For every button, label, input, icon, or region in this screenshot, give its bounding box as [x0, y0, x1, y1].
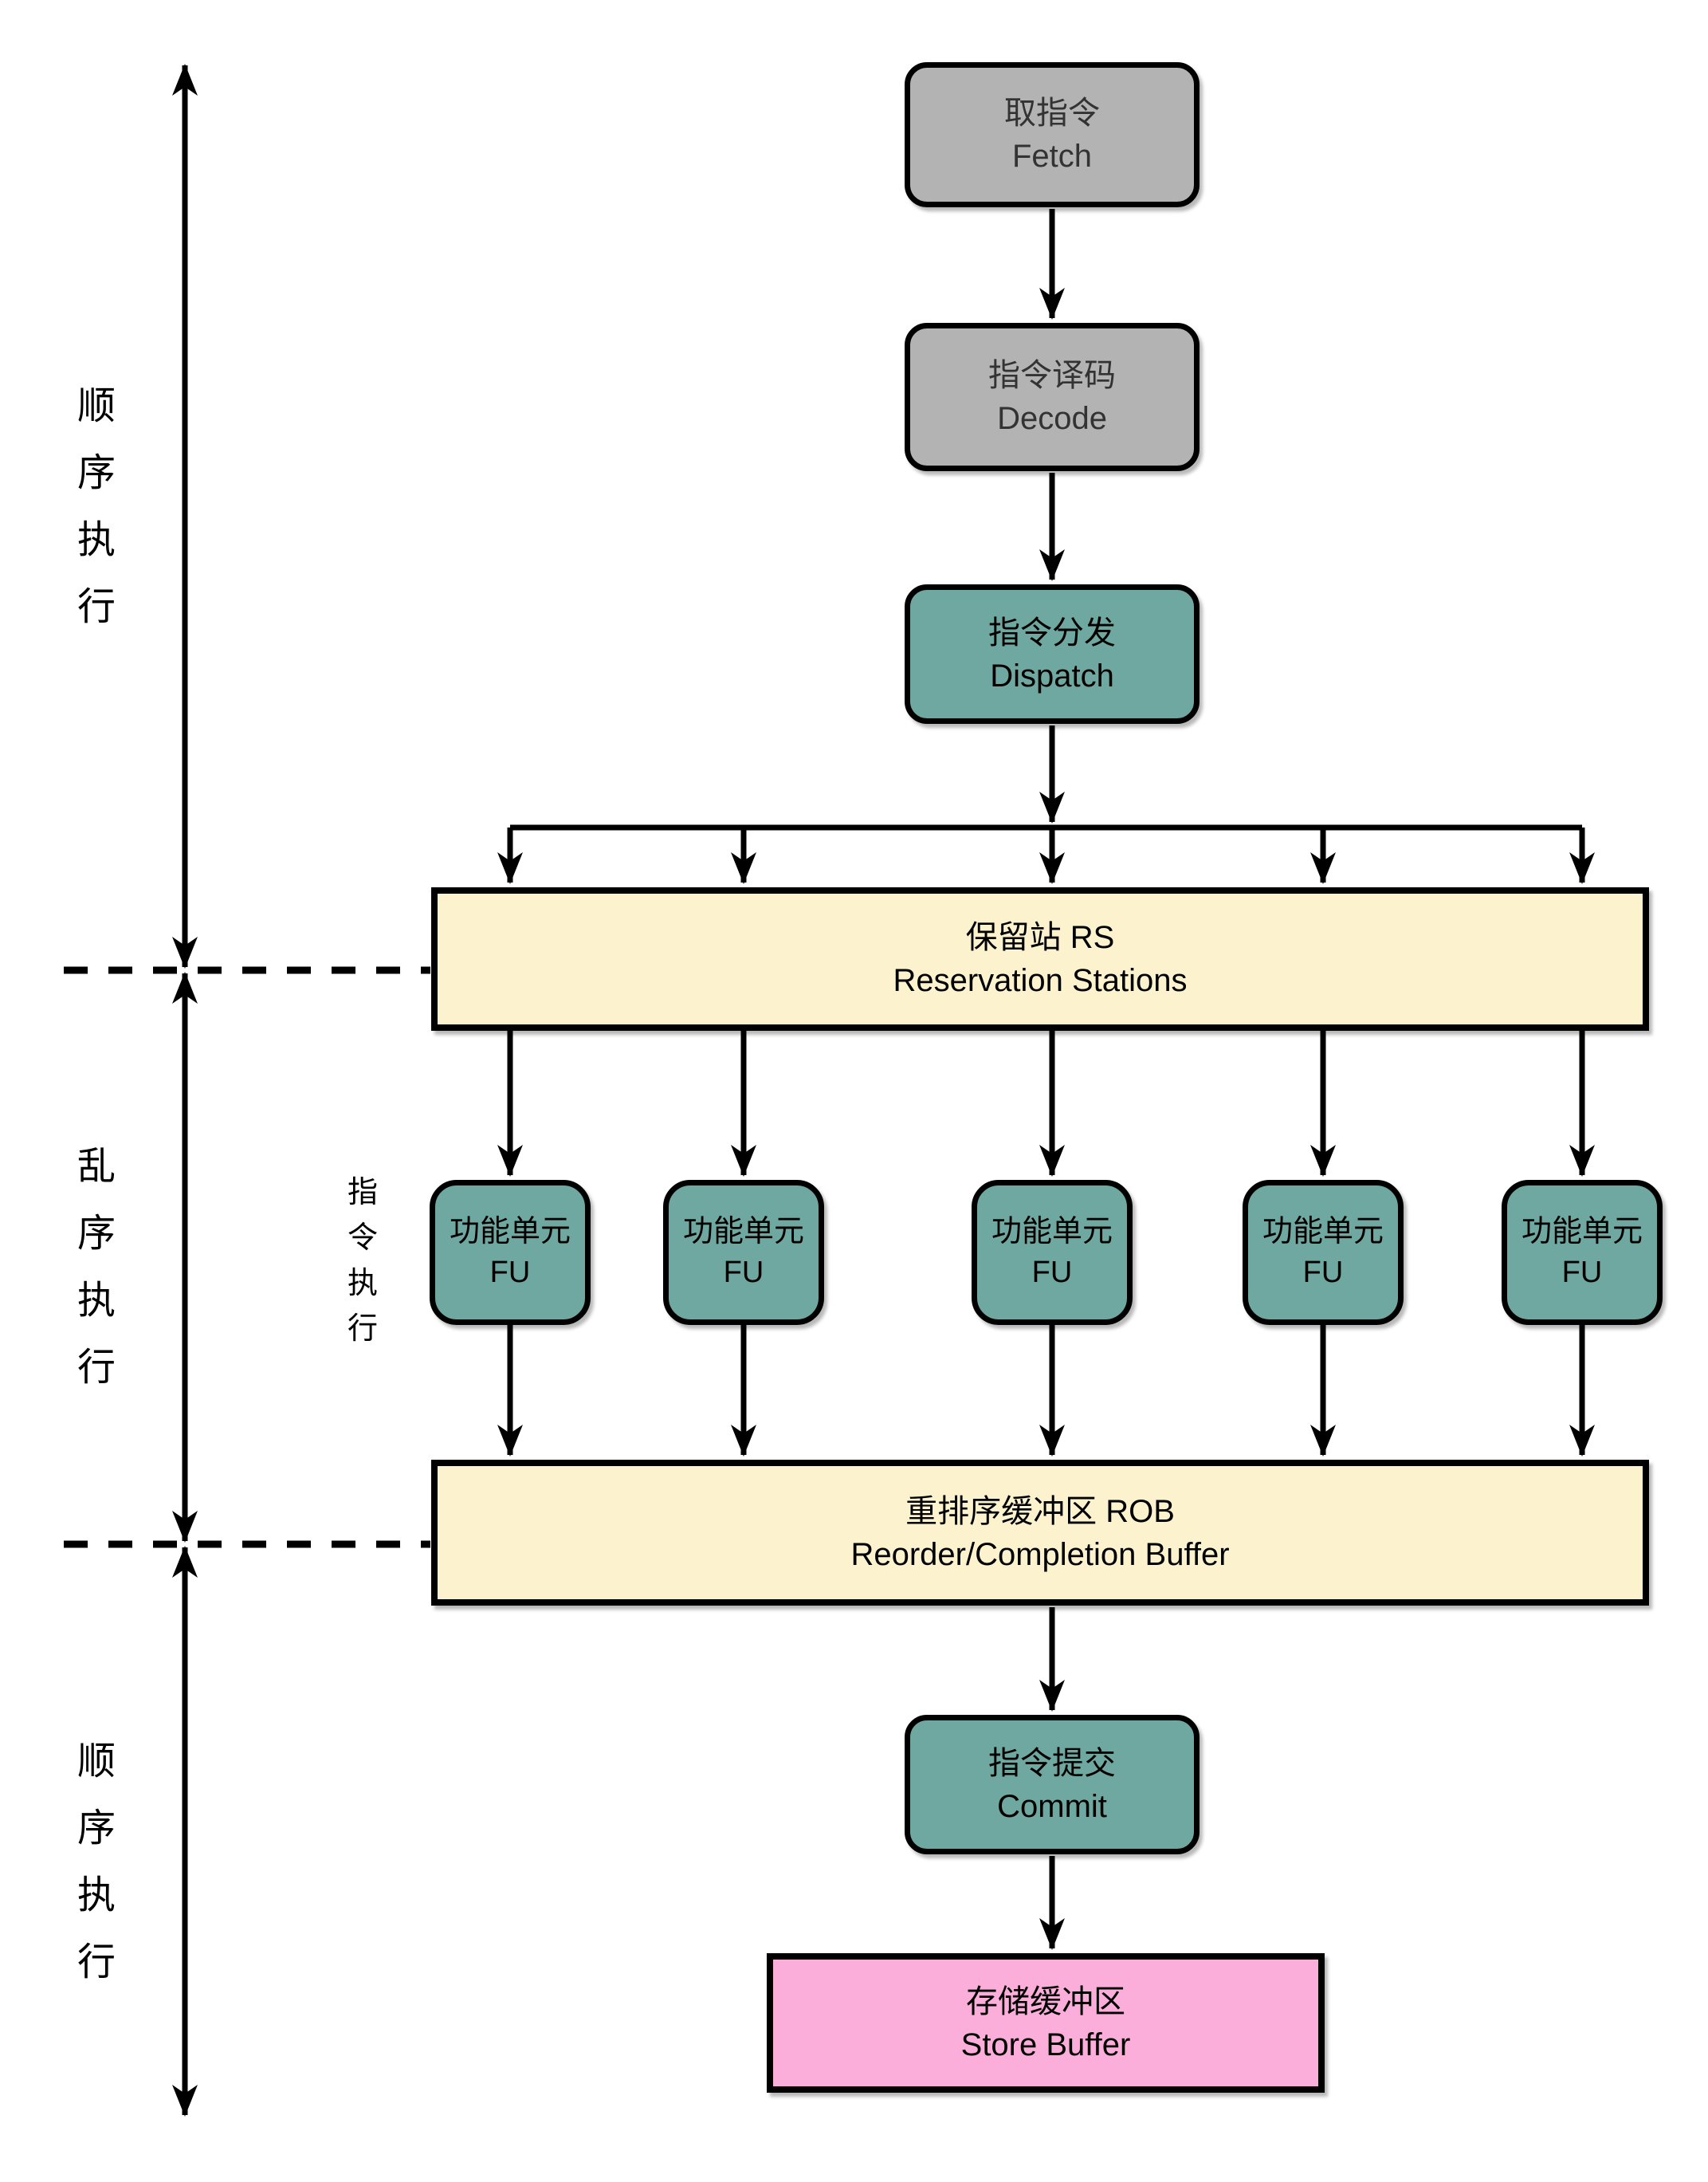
node-fu-3-label-en: FU — [1031, 1256, 1073, 1289]
node-store-buffer: 存储缓冲区 Store Buffer — [767, 1953, 1325, 2093]
label-out-of-order: 乱序执行 — [77, 1146, 116, 1389]
node-decode-label-en: Decode — [997, 401, 1107, 436]
node-commit: 指令提交 Commit — [905, 1715, 1200, 1854]
node-reservation-stations: 保留站 RS Reservation Stations — [431, 887, 1649, 1031]
node-store-label-zh: 存储缓冲区 — [966, 1983, 1125, 2019]
node-fu-4: 功能单元 FU — [1243, 1180, 1404, 1325]
node-commit-label-en: Commit — [997, 1788, 1107, 1824]
node-fetch-label-zh: 取指令 — [1004, 96, 1100, 131]
node-rs-label-en: Reservation Stations — [893, 963, 1188, 998]
node-decode-label-zh: 指令译码 — [988, 358, 1116, 393]
node-fetch: 取指令 Fetch — [905, 62, 1200, 207]
node-fu-5-label-en: FU — [1561, 1256, 1603, 1289]
node-fu-3-label-zh: 功能单元 — [991, 1214, 1113, 1248]
node-dispatch: 指令分发 Dispatch — [905, 584, 1200, 724]
node-fu-2-label-en: FU — [723, 1256, 764, 1289]
node-rob-label-en: Reorder/Completion Buffer — [850, 1536, 1230, 1572]
node-fu-2: 功能单元 FU — [663, 1180, 824, 1325]
node-fu-5: 功能单元 FU — [1502, 1180, 1663, 1325]
node-decode: 指令译码 Decode — [905, 323, 1200, 471]
node-reorder-buffer: 重排序缓冲区 ROB Reorder/Completion Buffer — [431, 1460, 1649, 1606]
node-fu-1: 功能单元 FU — [430, 1180, 591, 1325]
node-fu-4-label-zh: 功能单元 — [1262, 1214, 1384, 1248]
node-fu-1-label-zh: 功能单元 — [449, 1214, 571, 1248]
node-fu-1-label-en: FU — [489, 1256, 531, 1289]
node-fu-4-label-en: FU — [1302, 1256, 1344, 1289]
pipeline-arrows — [497, 209, 1595, 1950]
node-fu-5-label-zh: 功能单元 — [1521, 1214, 1643, 1248]
label-in-order-bottom: 顺序执行 — [77, 1740, 116, 1983]
node-store-label-en: Store Buffer — [960, 2027, 1131, 2062]
node-dispatch-label-zh: 指令分发 — [988, 615, 1116, 651]
label-instruction-execute: 指令执行 — [347, 1176, 378, 1346]
node-fu-2-label-zh: 功能单元 — [682, 1214, 804, 1248]
node-dispatch-label-en: Dispatch — [990, 658, 1114, 694]
node-fu-3: 功能单元 FU — [972, 1180, 1133, 1325]
phase-separators — [64, 966, 430, 1548]
node-commit-label-zh: 指令提交 — [988, 1745, 1116, 1781]
node-rs-label-zh: 保留站 RS — [965, 920, 1115, 955]
label-in-order-top: 顺序执行 — [77, 385, 116, 628]
node-fetch-label-en: Fetch — [1011, 139, 1093, 174]
node-rob-label-zh: 重排序缓冲区 ROB — [905, 1493, 1175, 1529]
